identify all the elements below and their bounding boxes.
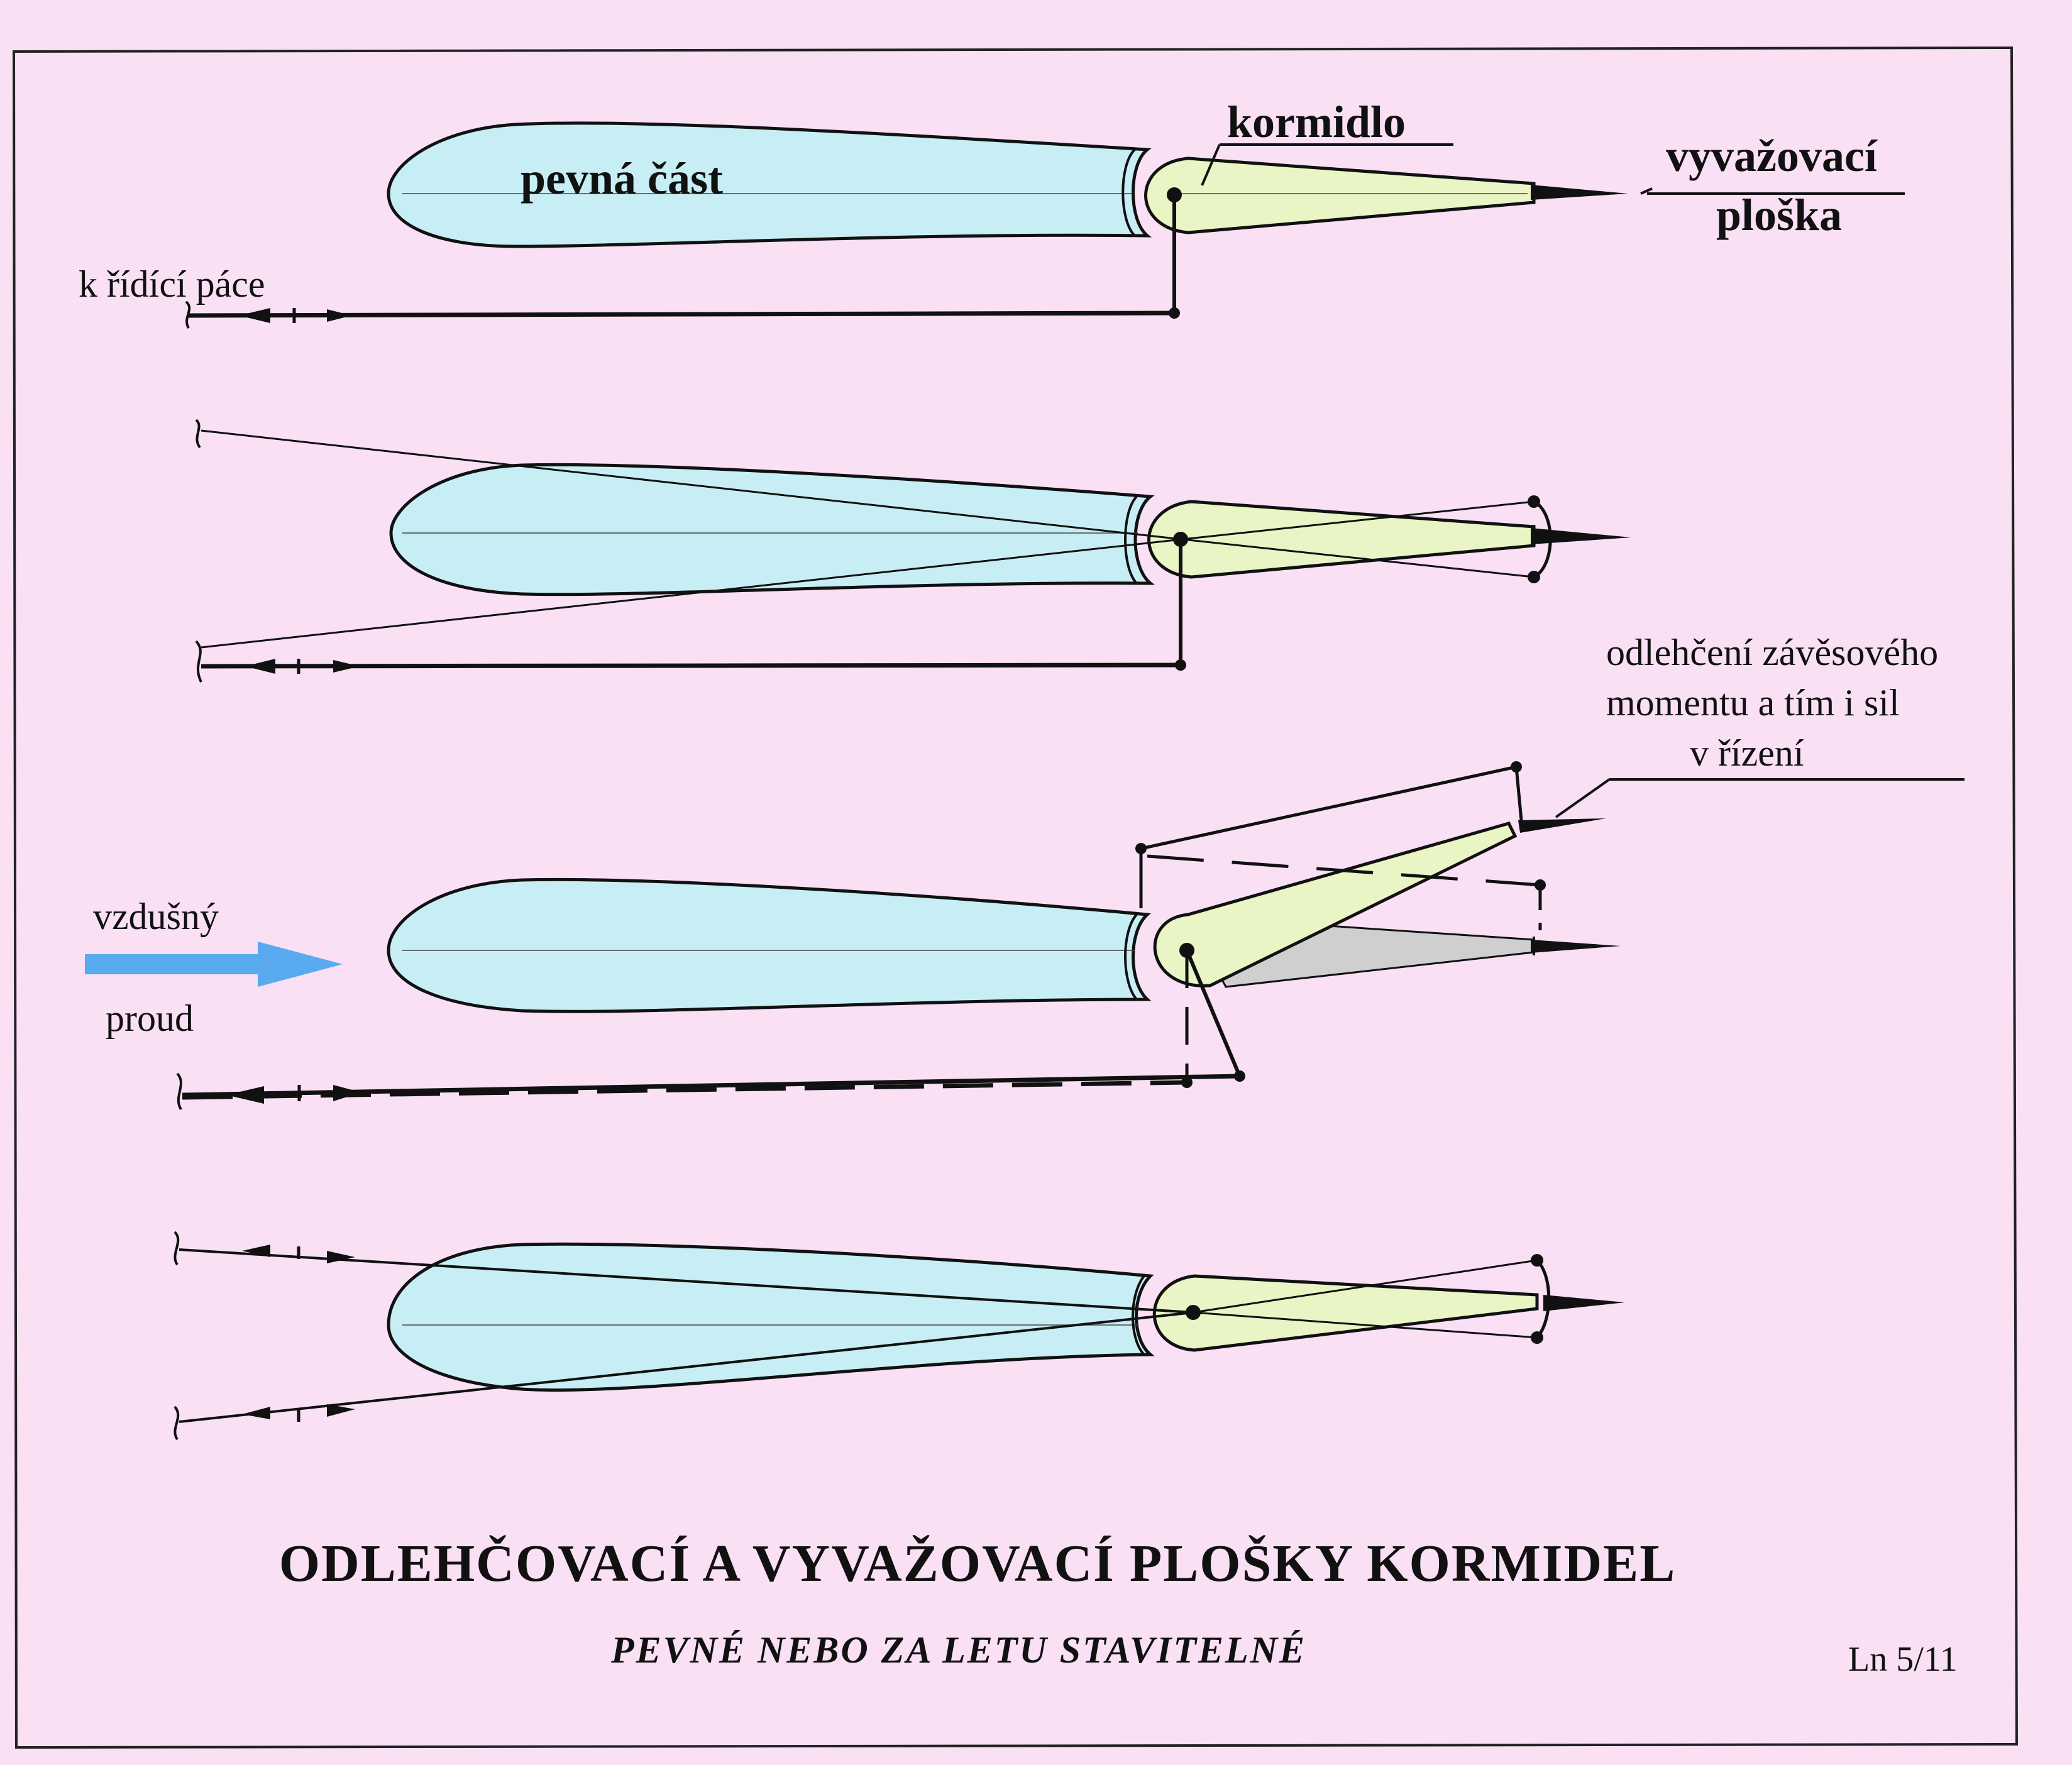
fixed-part-shape [387,121,1152,248]
page-frame [12,46,2019,1749]
trim-tab [1531,528,1631,544]
trim-tab [1543,1295,1625,1311]
diagram-trim-linkage-variant [174,1231,1625,1441]
trim-tab [1531,940,1621,953]
label-rudder: kormidlo [1227,97,1406,147]
trim-tab [1531,185,1628,200]
fixed-part-shape [387,877,1152,1013]
control-rod [188,311,1175,318]
label-relief-line1: odlehčení závěsového [1606,632,1938,673]
fixed-part-shape [387,1242,1155,1392]
airflow-arrow-icon [85,942,343,987]
label-relief-line2: momentu a tím i sil [1606,682,1900,723]
diagram-balance-tab [176,761,1965,1111]
diagram-title: ODLEHČOVACÍ A VYVAŽOVACÍ PLOŠKY KORMIDEL [279,1534,1676,1593]
rudder-shape [1147,500,1536,579]
diagram-subtitle: PEVNÉ NEBO ZA LETU STAVITELNÉ [610,1629,1306,1671]
page-code: Ln 5/11 [1848,1640,1958,1679]
diagram-trim-linkage [195,419,1631,683]
label-trim-tab-line1: vyvažovací [1666,131,1878,181]
rudder-shape [1152,1274,1539,1352]
fixed-part-shape [389,463,1155,597]
label-trim-tab-line2: ploška [1716,190,1842,240]
rudder-deflected-shape [1153,822,1518,987]
label-fixed-part: pevná část [521,153,723,204]
rudder-shape [1144,157,1536,234]
label-to-control-stick: k řídící páce [79,263,265,305]
label-airflow-line1: vzdušný [93,896,219,937]
diagram-neutral [185,121,1653,329]
label-airflow-line2: proud [106,998,194,1039]
trim-tab-deflected [1518,818,1606,833]
label-relief-line3: v řízení [1690,732,1804,774]
